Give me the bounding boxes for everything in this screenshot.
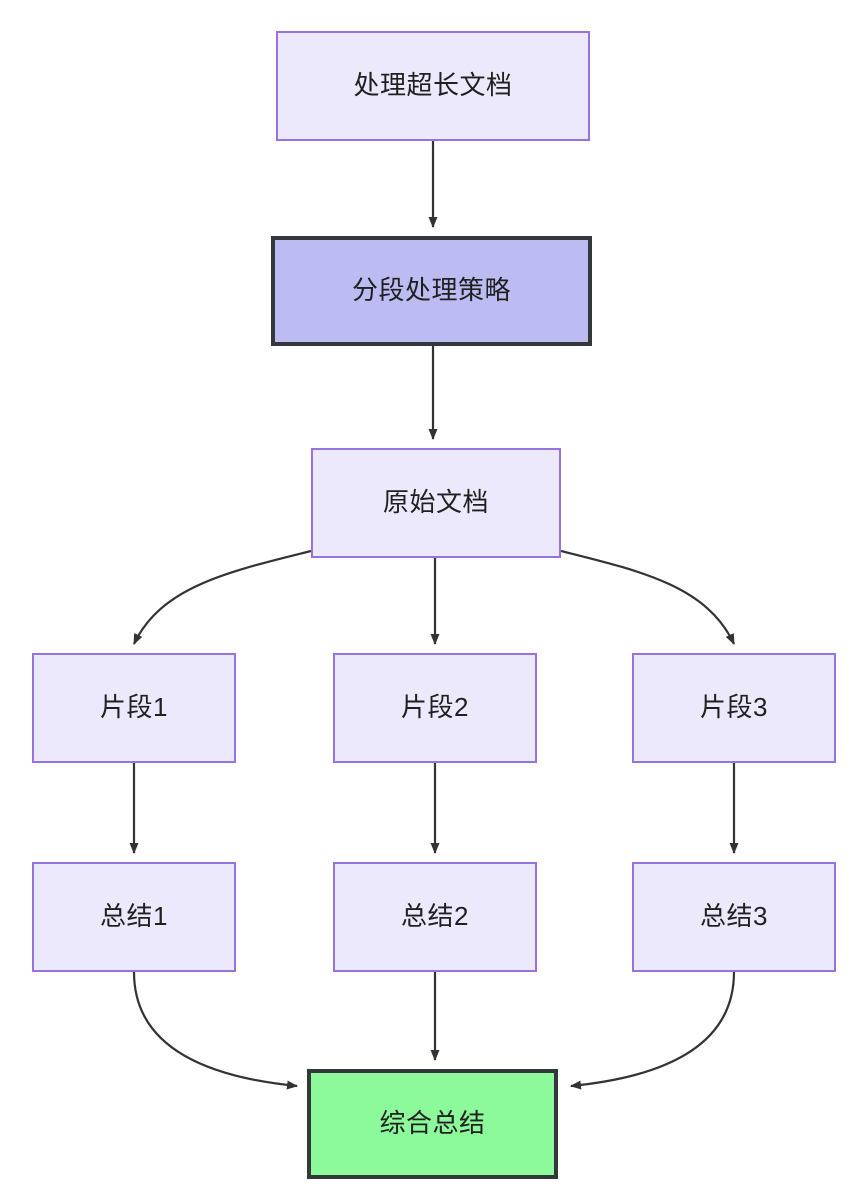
node-label-chunk-1: 片段1 (100, 692, 168, 723)
edge-summary-1-to-final-summary (132, 971, 298, 1090)
node-label-strategy: 分段处理策略 (351, 275, 511, 306)
node-summary-3[interactable]: 总结3 (632, 862, 836, 972)
edge-source-doc-to-chunk-3 (560, 549, 735, 645)
node-chunk-3[interactable]: 片段3 (632, 653, 836, 763)
node-doc-long[interactable]: 处理超长文档 (276, 31, 590, 141)
node-label-summary-2: 总结2 (401, 901, 469, 932)
node-summary-2[interactable]: 总结2 (333, 862, 537, 972)
node-label-summary-1: 总结1 (100, 901, 168, 932)
node-final-summary[interactable]: 综合总结 (307, 1069, 558, 1179)
node-chunk-2[interactable]: 片段2 (333, 653, 537, 763)
node-label-summary-3: 总结3 (700, 901, 768, 932)
edge-source-doc-to-chunk-1 (133, 549, 312, 645)
node-label-source-doc: 原始文档 (382, 487, 489, 518)
node-label-chunk-2: 片段2 (401, 692, 469, 723)
node-chunk-1[interactable]: 片段1 (32, 653, 236, 763)
node-strategy[interactable]: 分段处理策略 (271, 236, 592, 346)
node-summary-1[interactable]: 总结1 (32, 862, 236, 972)
node-label-chunk-3: 片段3 (700, 692, 768, 723)
node-label-doc-long: 处理超长文档 (353, 70, 513, 101)
node-source-doc[interactable]: 原始文档 (311, 448, 561, 558)
node-label-final-summary: 综合总结 (379, 1108, 486, 1139)
edge-summary-3-to-final-summary (570, 971, 736, 1090)
